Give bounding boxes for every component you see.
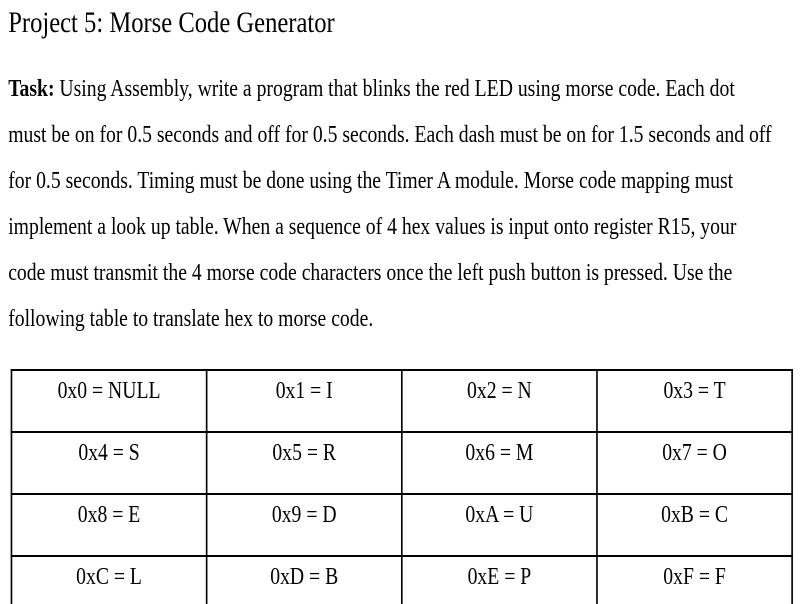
paragraph-line: code must transmit the 4 morse code char… <box>8 260 733 286</box>
table-cell: 0x8 = E <box>10 493 208 557</box>
paragraph-line: implement a look up table. When a sequen… <box>8 214 737 240</box>
paragraph-line: for 0.5 seconds. Timing must be done usi… <box>8 168 734 194</box>
page-title: Project 5: Morse Code Generator <box>8 6 335 39</box>
paragraph-line: must be on for 0.5 seconds and off for 0… <box>8 122 772 148</box>
table-cell: 0x7 = O <box>596 431 793 495</box>
table-cell: 0x1 = I <box>205 369 403 433</box>
paragraph-line: following table to translate hex to mors… <box>8 306 374 332</box>
table-cell: 0xA = U <box>400 493 598 557</box>
table-cell: 0xC = L <box>10 555 208 604</box>
table-row: 0x4 = S 0x5 = R 0x6 = M 0x7 = O <box>10 431 793 495</box>
table-cell: 0x5 = R <box>205 431 403 495</box>
paragraph-line: Task: Using Assembly, write a program th… <box>8 66 799 112</box>
table-row: 0x0 = NULL 0x1 = I 0x2 = N 0x3 = T <box>10 369 793 433</box>
table-cell: 0xE = P <box>400 555 598 604</box>
task-paragraph: Task: Using Assembly, write a program th… <box>8 66 799 342</box>
paragraph-line-text: Using Assembly, write a program that bli… <box>54 76 735 102</box>
table-cell: 0x2 = N <box>400 369 598 433</box>
hex-morse-table: 0x0 = NULL 0x1 = I 0x2 = N 0x3 = T 0x4 =… <box>10 369 793 604</box>
table-cell: 0xD = B <box>205 555 403 604</box>
table-row: 0xC = L 0xD = B 0xE = P 0xF = F <box>10 555 793 604</box>
table-cell: 0xF = F <box>596 555 793 604</box>
table-cell: 0x6 = M <box>400 431 598 495</box>
table-cell: 0x4 = S <box>10 431 208 495</box>
table-row: 0x8 = E 0x9 = D 0xA = U 0xB = C <box>10 493 793 557</box>
table-cell: 0x0 = NULL <box>10 369 208 433</box>
task-label: Task: <box>8 76 55 102</box>
table-cell: 0x9 = D <box>205 493 403 557</box>
table-cell: 0x3 = T <box>596 369 793 433</box>
table-cell: 0xB = C <box>596 493 793 557</box>
document-content: Project 5: Morse Code Generator Task: Us… <box>0 3 806 604</box>
